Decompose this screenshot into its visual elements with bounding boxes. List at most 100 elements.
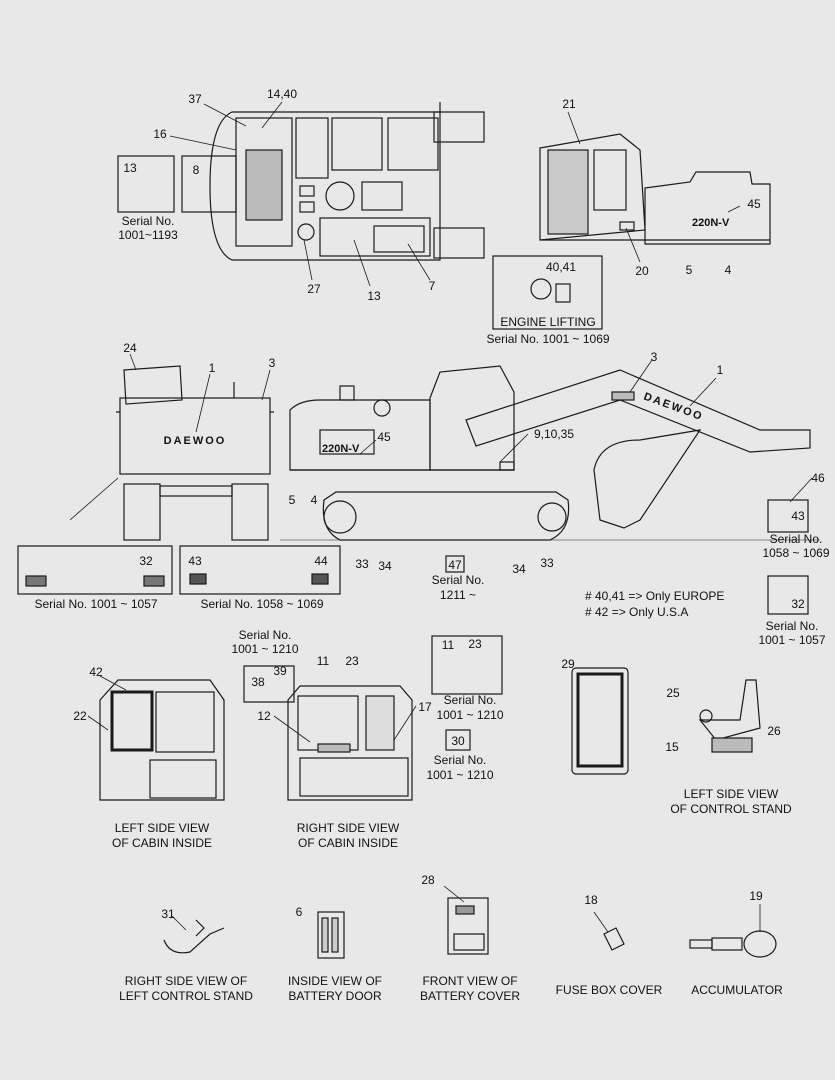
callout-33-left: 33 (355, 557, 369, 571)
callout-19: 19 (749, 889, 763, 903)
callout-5-side: 5 (288, 493, 296, 507)
battery-cover-drawing (447, 897, 489, 955)
callout-46: 46 (811, 471, 825, 485)
callout-32-box: 32 (139, 554, 153, 568)
callout-44: 44 (314, 554, 328, 568)
callout-31: 31 (161, 907, 175, 921)
callout-43-box: 43 (188, 554, 202, 568)
callout-1-boom: 1 (716, 363, 724, 377)
callout-3-boom: 3 (650, 350, 658, 364)
callout-12: 12 (257, 709, 271, 723)
callout-20: 20 (635, 264, 649, 278)
caption-battery-cover-2: BATTERY COVER (419, 989, 521, 1003)
note-europe: # 40,41 => Only EUROPE (585, 589, 725, 603)
callout-18: 18 (584, 893, 598, 907)
serial-1210c-label: Serial No. (433, 753, 487, 767)
callout-11: 11 (316, 654, 330, 668)
serial-1211-range: 1211 ~ (439, 588, 477, 602)
accumulator-drawing (689, 930, 777, 958)
control-stand-drawing (698, 679, 761, 753)
serial-32-range: 1001 ~ 1057 (758, 633, 826, 647)
battery-door-drawing (317, 911, 345, 959)
caption-stand-right-2: LEFT CONTROL STAND (119, 989, 253, 1003)
callout-42: 42 (89, 665, 103, 679)
serial-1211-label: Serial No. (431, 573, 485, 587)
callout-45-top: 45 (747, 197, 761, 211)
callout-11-box: 11 (441, 638, 455, 652)
serial-43-label: Serial No. (769, 532, 823, 546)
callout-32-right: 32 (791, 597, 805, 611)
top-view-drawing (209, 102, 485, 261)
callout-23-box: 23 (468, 637, 482, 651)
serial-1210a-label: Serial No. (238, 628, 292, 642)
caption-battery-door-2: BATTERY DOOR (288, 989, 382, 1003)
top-model-decal: 220N-V (692, 217, 730, 229)
callout-5-top: 5 (685, 263, 693, 277)
serial-32-label: Serial No. (765, 619, 819, 633)
leader-lines (87, 101, 813, 933)
serial-1210c-range: 1001 ~ 1210 (426, 768, 494, 782)
callout-28: 28 (421, 873, 435, 887)
callout-34-right: 34 (512, 562, 526, 576)
callout-13: 13 (367, 289, 381, 303)
serial-engine-lifting: Serial No. 1001 ~ 1069 (486, 332, 610, 346)
caption-stand-left-1: LEFT SIDE VIEW (683, 787, 779, 801)
serial-1210b-label: Serial No. (443, 693, 497, 707)
callout-24: 24 (123, 341, 137, 355)
callout-39: 39 (273, 664, 287, 678)
cabin-door-drawing (571, 667, 629, 775)
side-view-upper-right (539, 133, 771, 245)
serial-43-range: 1058 ~ 1069 (762, 546, 830, 560)
caption-stand-right-1: RIGHT SIDE VIEW OF (124, 974, 248, 988)
callout-29: 29 (561, 657, 575, 671)
callout-40-41: 40,41 (545, 260, 577, 274)
callout-23: 23 (345, 654, 359, 668)
callout-34-left: 34 (378, 559, 392, 573)
main-side-view-drawing (289, 365, 811, 541)
caption-cabin-left-2: OF CABIN INSIDE (111, 836, 213, 850)
callout-1-rear: 1 (208, 361, 216, 375)
callout-6: 6 (295, 905, 303, 919)
callout-26: 26 (767, 724, 781, 738)
serial-1193-range: 1001~1193 (118, 228, 178, 242)
caption-cabin-left-1: LEFT SIDE VIEW (114, 821, 210, 835)
cabin-left-inside-drawing (99, 679, 225, 801)
caption-cabin-right-2: OF CABIN INSIDE (297, 836, 399, 850)
serial-1069-mid: Serial No. 1058 ~ 1069 (200, 597, 324, 611)
rear-daewoo-logo: DAEWOO (163, 435, 227, 447)
callout-25: 25 (666, 686, 680, 700)
callout-30: 30 (451, 734, 465, 748)
callout-9-10-35: 9,10,35 (533, 427, 575, 441)
fuse-box-cover-drawing (603, 927, 625, 951)
callout-47: 47 (448, 558, 462, 572)
note-usa: # 42 => Only U.S.A (585, 605, 689, 619)
caption-fuse-box: FUSE BOX COVER (555, 983, 663, 997)
cabin-right-inside-drawing (287, 685, 413, 801)
side-model-decal: 220N-V (322, 443, 360, 455)
serial-1210b-range: 1001 ~ 1210 (436, 708, 504, 722)
engine-lifting-label: ENGINE LIFTING (500, 315, 596, 329)
callout-43-right: 43 (791, 509, 805, 523)
callout-22: 22 (73, 709, 87, 723)
callout-33-right: 33 (540, 556, 554, 570)
caption-cabin-right-1: RIGHT SIDE VIEW (296, 821, 400, 835)
caption-accumulator: ACCUMULATOR (691, 983, 783, 997)
caption-stand-left-2: OF CONTROL STAND (670, 802, 792, 816)
callout-37: 37 (188, 92, 202, 106)
callout-27: 27 (307, 282, 321, 296)
callout-15: 15 (665, 740, 679, 754)
callout-3-rear: 3 (268, 356, 276, 370)
callout-16: 16 (153, 127, 167, 141)
callout-17: 17 (418, 700, 432, 714)
callout-14-40: 14,40 (266, 87, 298, 101)
callout-4-side: 4 (310, 493, 318, 507)
callout-21: 21 (562, 97, 576, 111)
callout-38: 38 (251, 675, 265, 689)
callout-4-top: 4 (724, 263, 732, 277)
left-control-stand-drawing (163, 919, 225, 954)
callout-13-box: 13 (123, 161, 137, 175)
serial-1057-left: Serial No. 1001 ~ 1057 (34, 597, 158, 611)
callout-8: 8 (192, 163, 200, 177)
rear-view-drawing (116, 365, 274, 541)
